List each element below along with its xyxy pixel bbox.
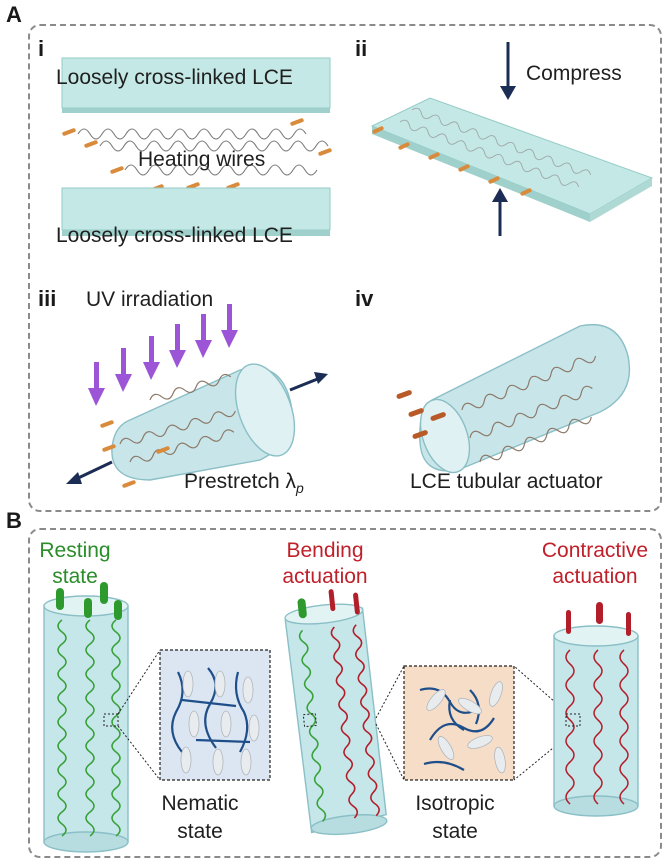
top-lce-label: Loosely cross-linked LCE: [56, 66, 293, 89]
nematic-zoom: [117, 649, 271, 781]
compress-arrows: [492, 42, 516, 236]
contractive-actuation-tube: [513, 602, 639, 817]
uv-irradiation-label: UV irradiation: [86, 288, 214, 311]
prestretch-tube: [100, 363, 296, 488]
panel-b-letter: B: [6, 508, 22, 533]
panel-a-letter: A: [6, 2, 22, 27]
stretch-arrows: [66, 372, 328, 484]
tubular-actuator-label: LCE tubular actuator: [410, 470, 603, 493]
isotropic-zoom: [375, 665, 515, 781]
panel-b-frame: [28, 528, 662, 858]
panel-a-i-label: i: [38, 36, 45, 61]
panel-a-ii-label: ii: [355, 36, 368, 61]
heating-wire-grid: [77, 128, 329, 176]
lce-tubular-actuator: [396, 324, 631, 474]
resting-state-tube: [43, 582, 129, 853]
compress-label: Compress: [526, 62, 622, 85]
bending-actuation-tube: [284, 589, 388, 836]
prestretch-label: Prestretch λp: [184, 470, 304, 497]
uv-arrows: [88, 304, 238, 406]
panel-a-iv-label: iv: [355, 286, 374, 311]
heating-wires-label: Heating wires: [138, 148, 266, 171]
panel-a-frame: [28, 24, 662, 512]
panel-a-iii-label: iii: [38, 286, 57, 311]
bottom-lce-label: Loosely cross-linked LCE: [56, 224, 293, 247]
laminate-leads: [372, 126, 532, 196]
